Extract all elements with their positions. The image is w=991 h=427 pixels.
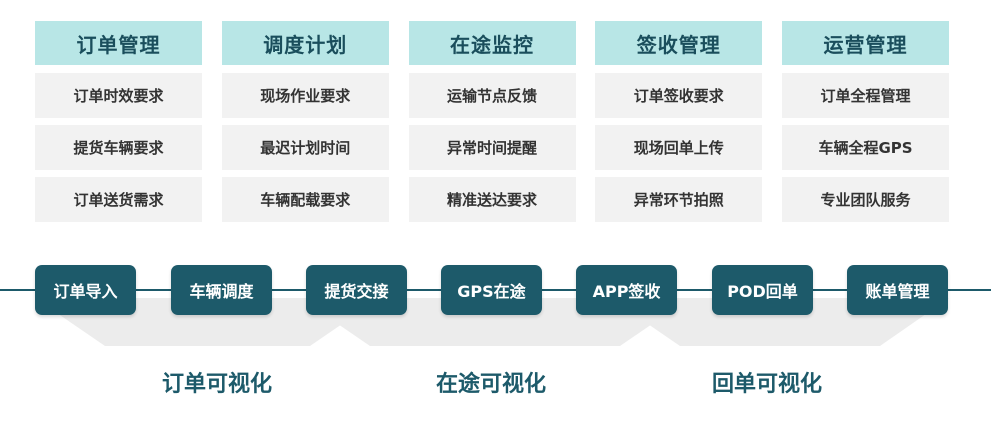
flow-step: 订单导入 [35, 265, 136, 315]
stage-label-transit-visibility: 在途可视化 [435, 372, 546, 397]
flow-step: POD回单 [712, 265, 813, 315]
flow-step: 提货交接 [306, 265, 407, 315]
requirement-grid: 订单管理 订单时效要求 提货车辆要求 订单送货需求 调度计划 现场作业要求 最迟… [35, 21, 949, 222]
column-order-management: 订单管理 订单时效要求 提货车辆要求 订单送货需求 [35, 21, 202, 222]
requirement-cell: 运输节点反馈 [408, 73, 576, 118]
requirement-cell: 精准送达要求 [408, 177, 576, 222]
requirement-cell: 车辆配载要求 [221, 177, 389, 222]
column-header: 运营管理 [782, 21, 949, 65]
stage-label-receipt-visibility: 回单可视化 [711, 372, 822, 397]
column-header: 签收管理 [595, 21, 763, 65]
column-header: 订单管理 [35, 21, 202, 65]
requirement-cell: 订单签收要求 [595, 73, 763, 118]
requirement-cell: 订单时效要求 [35, 73, 202, 118]
column-in-transit-monitoring: 在途监控 运输节点反馈 异常时间提醒 精准送达要求 [408, 21, 576, 222]
flow-step: 车辆调度 [171, 265, 272, 315]
requirement-cell: 异常环节拍照 [595, 177, 763, 222]
requirement-cell: 专业团队服务 [782, 177, 949, 222]
requirement-cell: 车辆全程GPS [782, 125, 949, 170]
requirement-cell: 提货车辆要求 [35, 125, 202, 170]
column-operations-management: 运营管理 订单全程管理 车辆全程GPS 专业团队服务 [782, 21, 949, 222]
column-header: 调度计划 [221, 21, 389, 65]
requirement-cell: 异常时间提醒 [408, 125, 576, 170]
process-flow: 订单导入 车辆调度 提货交接 GPS在途 APP签收 POD回单 账单管理 [35, 265, 949, 315]
requirement-cell: 订单全程管理 [782, 73, 949, 118]
flow-step: APP签收 [576, 265, 677, 315]
requirement-cell: 最迟计划时间 [221, 125, 389, 170]
column-header: 在途监控 [408, 21, 576, 65]
stage-label-order-visibility: 订单可视化 [161, 372, 272, 397]
requirement-cell: 现场作业要求 [221, 73, 389, 118]
requirement-cell: 订单送货需求 [35, 177, 202, 222]
requirement-cell: 现场回单上传 [595, 125, 763, 170]
column-dispatch-plan: 调度计划 现场作业要求 最迟计划时间 车辆配载要求 [221, 21, 389, 222]
column-receipt-management: 签收管理 订单签收要求 现场回单上传 异常环节拍照 [595, 21, 763, 222]
flow-step: GPS在途 [441, 265, 542, 315]
flow-step: 账单管理 [847, 265, 948, 315]
